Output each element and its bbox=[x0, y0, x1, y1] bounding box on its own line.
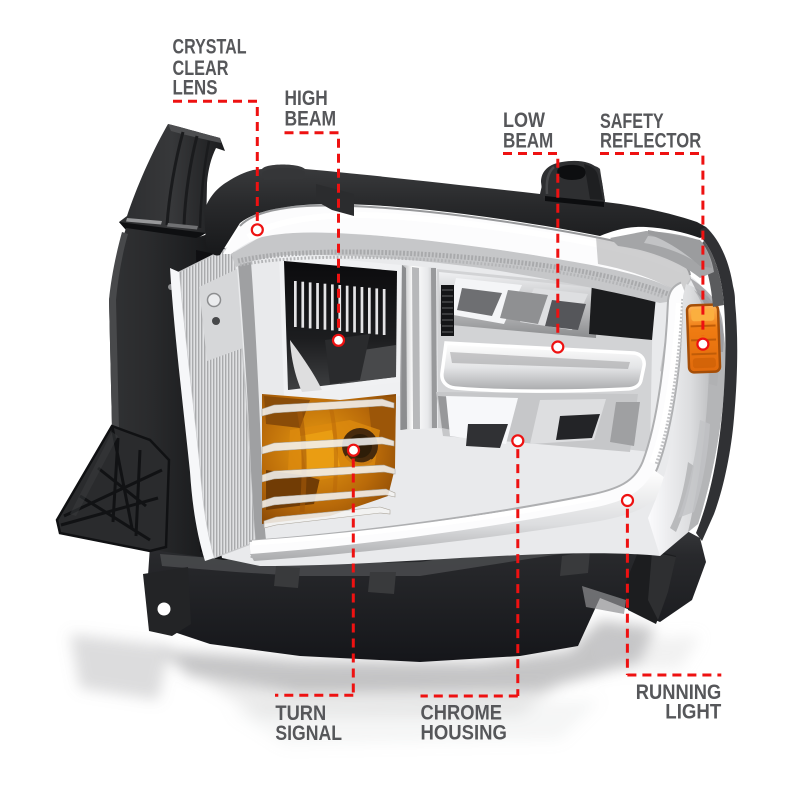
svg-text:CRYSTAL: CRYSTAL bbox=[173, 36, 247, 59]
svg-text:CLEAR: CLEAR bbox=[173, 57, 229, 80]
svg-text:SAFETY: SAFETY bbox=[600, 110, 664, 133]
svg-text:HOUSING: HOUSING bbox=[421, 721, 507, 744]
svg-text:RUNNING: RUNNING bbox=[636, 681, 722, 704]
svg-text:HIGH: HIGH bbox=[285, 87, 328, 110]
svg-text:LOW: LOW bbox=[503, 109, 545, 132]
svg-text:BEAM: BEAM bbox=[285, 107, 337, 130]
svg-text:LENS: LENS bbox=[173, 76, 218, 99]
svg-text:LIGHT: LIGHT bbox=[665, 700, 721, 723]
svg-text:TURN: TURN bbox=[275, 702, 326, 725]
svg-text:REFLECTOR: REFLECTOR bbox=[600, 130, 701, 153]
svg-text:BEAM: BEAM bbox=[503, 130, 553, 153]
svg-text:CHROME: CHROME bbox=[421, 702, 503, 725]
svg-text:SIGNAL: SIGNAL bbox=[275, 722, 342, 745]
